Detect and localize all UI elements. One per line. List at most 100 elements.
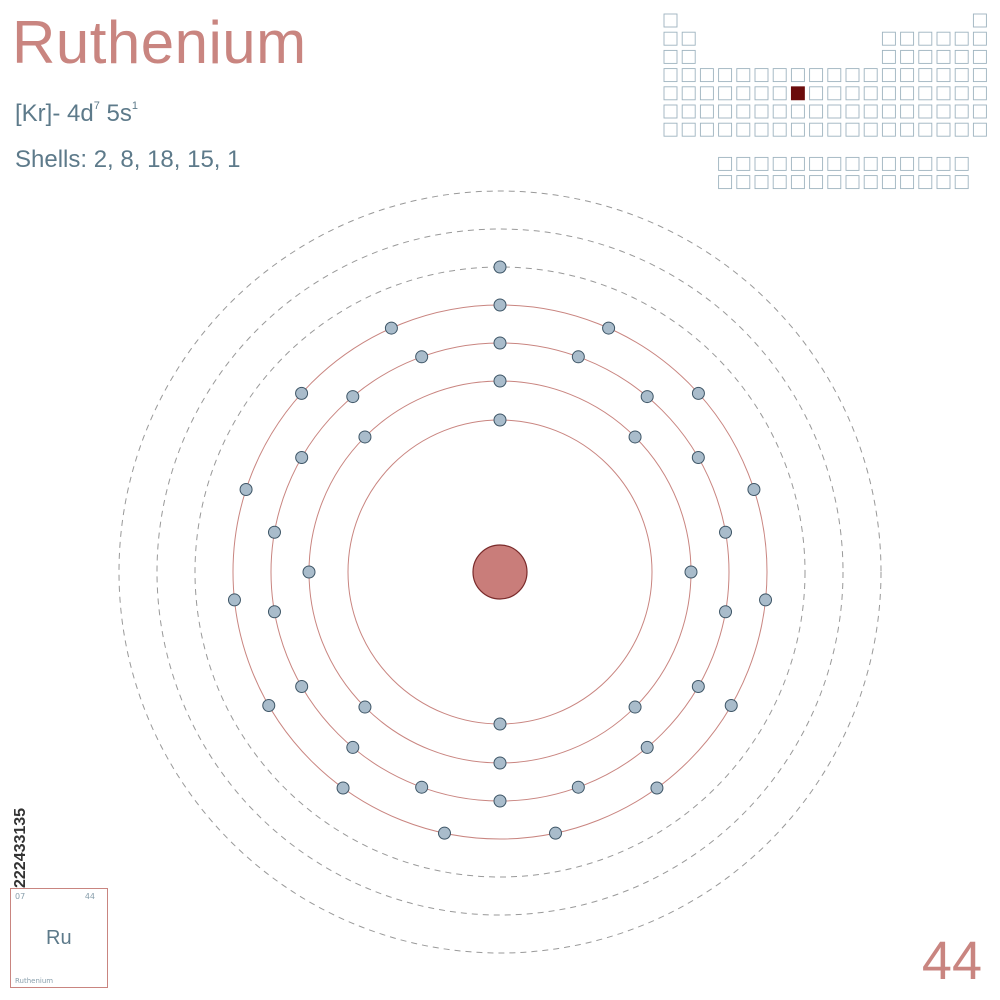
periodic-cell bbox=[809, 68, 824, 83]
electron bbox=[267, 525, 281, 539]
periodic-cell bbox=[663, 68, 678, 83]
electron bbox=[437, 826, 451, 840]
periodic-cell bbox=[754, 68, 769, 83]
periodic-cell-f-block bbox=[718, 156, 733, 171]
periodic-cell-f-block bbox=[918, 175, 933, 190]
periodic-cell bbox=[900, 104, 915, 119]
electron bbox=[358, 430, 372, 444]
electron bbox=[691, 386, 705, 400]
periodic-cell bbox=[863, 104, 878, 119]
periodic-cell bbox=[936, 31, 951, 46]
periodic-cell bbox=[918, 122, 933, 137]
periodic-cell bbox=[681, 86, 696, 101]
periodic-cell-f-block bbox=[790, 156, 805, 171]
config-s: 5s bbox=[99, 100, 132, 127]
periodic-cell bbox=[972, 86, 987, 101]
periodic-cell bbox=[863, 122, 878, 137]
element-title: Ruthenium bbox=[12, 9, 307, 76]
periodic-cell bbox=[699, 122, 714, 137]
periodic-cell bbox=[736, 86, 751, 101]
electron bbox=[384, 321, 398, 335]
tile-atomic-number: 44 bbox=[84, 892, 95, 901]
periodic-cell bbox=[900, 31, 915, 46]
periodic-cell-f-block bbox=[845, 156, 860, 171]
periodic-cell bbox=[845, 122, 860, 137]
periodic-cell bbox=[936, 49, 951, 64]
periodic-cell bbox=[699, 86, 714, 101]
periodic-cell bbox=[918, 31, 933, 46]
periodic-cell-f-block bbox=[936, 175, 951, 190]
electron bbox=[493, 374, 507, 388]
electron bbox=[691, 680, 705, 693]
shells-text: Shells: 2, 8, 18, 15, 1 bbox=[15, 146, 241, 173]
periodic-cell bbox=[663, 122, 678, 137]
periodic-cell bbox=[881, 86, 896, 101]
periodic-cell bbox=[663, 13, 678, 28]
electron bbox=[262, 699, 276, 712]
electron bbox=[571, 350, 585, 364]
periodic-cell bbox=[954, 104, 969, 119]
periodic-cell bbox=[663, 31, 678, 46]
periodic-cell-f-block bbox=[809, 175, 824, 190]
periodic-cell bbox=[827, 86, 842, 101]
periodic-cell bbox=[809, 86, 824, 101]
periodic-cell bbox=[754, 104, 769, 119]
periodic-cell-f-block bbox=[845, 175, 860, 190]
periodic-cell bbox=[972, 122, 987, 137]
tile-symbol: Ru bbox=[46, 927, 72, 949]
periodic-cell bbox=[863, 68, 878, 83]
periodic-cell bbox=[754, 86, 769, 101]
periodic-cell bbox=[881, 68, 896, 83]
periodic-cell bbox=[972, 68, 987, 83]
electron bbox=[640, 740, 654, 754]
periodic-cell bbox=[918, 68, 933, 83]
periodic-cell bbox=[972, 104, 987, 119]
periodic-cell bbox=[900, 68, 915, 83]
periodic-cell-f-block bbox=[881, 156, 896, 171]
highlighted-element-cell bbox=[790, 86, 805, 101]
periodic-cell-f-block bbox=[809, 156, 824, 171]
electron bbox=[493, 413, 507, 427]
periodic-cell bbox=[772, 86, 787, 101]
periodic-cell bbox=[972, 31, 987, 46]
electron bbox=[493, 260, 507, 274]
periodic-cell bbox=[972, 13, 987, 28]
electron bbox=[691, 451, 705, 464]
periodic-cell bbox=[936, 104, 951, 119]
periodic-cell bbox=[681, 49, 696, 64]
electron bbox=[719, 525, 733, 539]
periodic-cell bbox=[663, 104, 678, 119]
electron bbox=[493, 336, 507, 350]
electron bbox=[549, 826, 563, 840]
periodic-cell-f-block bbox=[772, 175, 787, 190]
electron bbox=[346, 390, 360, 404]
periodic-cell bbox=[772, 104, 787, 119]
electron bbox=[239, 482, 253, 496]
periodic-cell bbox=[881, 122, 896, 137]
periodic-cell-f-block bbox=[954, 156, 969, 171]
electron bbox=[640, 390, 654, 404]
periodic-cell bbox=[881, 31, 896, 46]
periodic-cell-f-block bbox=[718, 175, 733, 190]
periodic-cell bbox=[845, 68, 860, 83]
periodic-cell bbox=[699, 104, 714, 119]
electron bbox=[295, 451, 309, 464]
periodic-cell bbox=[681, 68, 696, 83]
periodic-cell bbox=[900, 49, 915, 64]
periodic-cell bbox=[827, 104, 842, 119]
electron bbox=[747, 482, 761, 496]
electron bbox=[295, 386, 309, 400]
orbit-empty-dashed bbox=[118, 190, 882, 954]
periodic-cell-f-block bbox=[918, 156, 933, 171]
electron bbox=[336, 781, 350, 795]
periodic-cell bbox=[954, 68, 969, 83]
electron bbox=[415, 780, 429, 794]
periodic-cell bbox=[936, 68, 951, 83]
periodic-cell bbox=[972, 49, 987, 64]
periodic-cell-f-block bbox=[827, 175, 842, 190]
periodic-cell bbox=[736, 122, 751, 137]
periodic-cell bbox=[681, 122, 696, 137]
periodic-cell-f-block bbox=[881, 175, 896, 190]
periodic-cell bbox=[881, 49, 896, 64]
